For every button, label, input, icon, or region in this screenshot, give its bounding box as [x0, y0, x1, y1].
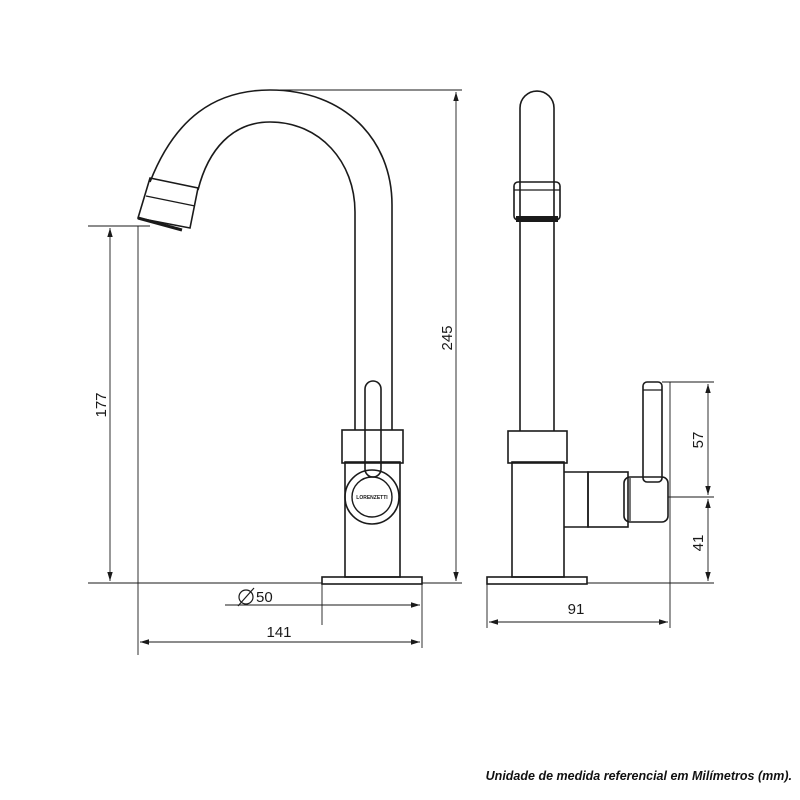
side-handle-lever	[642, 381, 663, 483]
dim-label-177: 177	[93, 392, 110, 417]
dim-label-91: 91	[568, 601, 585, 618]
dim-label-141: 141	[266, 624, 291, 641]
side-base-plate	[486, 576, 588, 585]
side-riser-tube	[519, 90, 555, 431]
front-base-plate	[321, 576, 423, 585]
dim-label-50: 50	[256, 589, 273, 606]
side-cartridge-body	[587, 471, 629, 528]
dimension-lines	[88, 89, 714, 655]
front-knob-outer	[344, 469, 400, 525]
side-collar	[507, 430, 568, 464]
dim-label-41: 41	[690, 535, 707, 552]
front-knob-inner	[351, 476, 393, 518]
side-view	[486, 90, 669, 585]
front-spout-inner	[197, 121, 356, 430]
dim-label-245: 245	[439, 325, 456, 350]
side-cartridge-cap	[623, 476, 669, 523]
front-body	[344, 461, 401, 578]
front-aerator	[136, 177, 199, 229]
side-cartridge-arm	[564, 471, 589, 528]
dim-label-57: 57	[690, 432, 707, 449]
front-collar	[341, 429, 404, 464]
front-aerator-tip	[137, 216, 183, 232]
front-spout-outer	[149, 89, 393, 430]
front-aerator-ring	[145, 195, 196, 207]
units-footnote: Unidade de medida referencial em Milímet…	[485, 769, 792, 783]
side-aerator-band	[513, 181, 561, 221]
side-aerator-tip	[516, 216, 558, 222]
front-view: LORENZETTI	[136, 89, 423, 585]
diameter-symbol-icon	[237, 587, 255, 607]
side-body	[511, 461, 565, 578]
front-knob-logo: LORENZETTI	[356, 495, 388, 501]
